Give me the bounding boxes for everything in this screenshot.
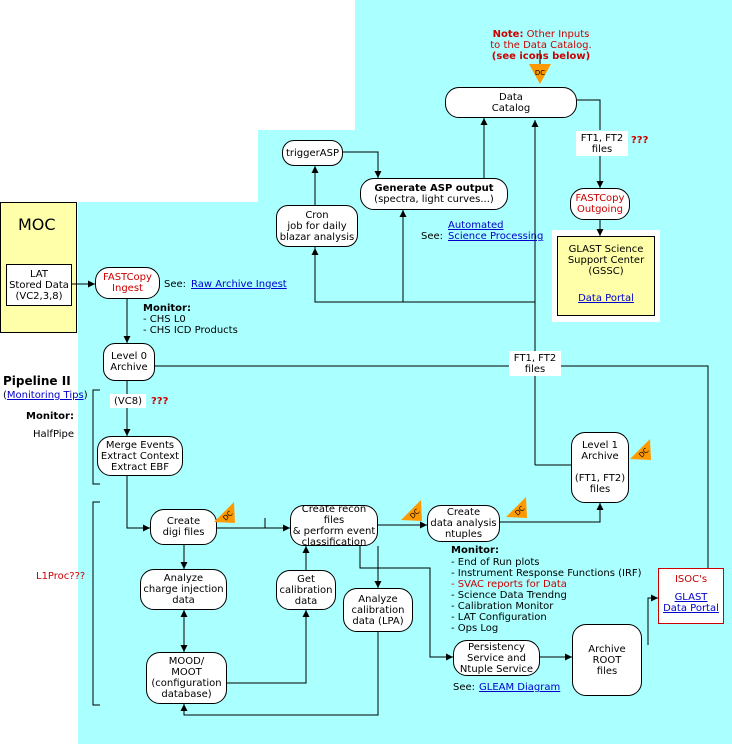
note-body: Other Inputs to the Data Catalog.	[490, 29, 592, 51]
pipeline-tips: (Monitoring Tips)	[3, 390, 88, 401]
dc-marker-icon: DC	[506, 497, 527, 518]
gssc-data-portal-link[interactable]: Data Portal	[578, 293, 634, 304]
isoc-box	[658, 568, 724, 624]
dc-marker-icon: DC	[529, 64, 551, 84]
analyze-charge-injection: Analyze charge injection data	[140, 569, 227, 610]
monitoring-tips-link[interactable]: Monitoring Tips	[6, 390, 84, 401]
monitor-item: - LAT Configuration	[451, 612, 547, 623]
see-asp: See:	[421, 220, 443, 242]
moc-title: MOC	[18, 215, 56, 234]
asp-link[interactable]: Automated Science Processing	[448, 220, 544, 242]
persistency-service: Persistency Service and Ntuple Service	[453, 640, 540, 676]
ft-files-label: FT1, FT2 files	[576, 131, 628, 156]
monitor-item: - Ops Log	[451, 623, 499, 634]
note-text: Note: Other Inputs to the Data Catalog. …	[480, 18, 602, 73]
l1proc-label: L1Proc???	[36, 571, 86, 582]
unknown-marker: ???	[631, 135, 649, 146]
see-gleam-prefix: See:	[453, 682, 476, 693]
monitor-top-items: - CHS L0 - CHS ICD Products	[143, 314, 238, 336]
monitor-item: - Instrument Response Functions (IRF)	[451, 568, 642, 579]
gssc-box	[557, 236, 655, 316]
vc8-label: (VC8)	[110, 394, 146, 408]
dc-marker-icon: DC	[214, 502, 235, 523]
note-icons: (see icons below)	[491, 51, 591, 62]
generate-asp-output: Generate ASP output (spectra, light curv…	[360, 178, 508, 210]
raw-archive-ingest-link[interactable]: Raw Archive Ingest	[191, 279, 287, 290]
dc-marker-icon: DC	[401, 500, 422, 521]
svg-text:DC: DC	[535, 69, 545, 77]
isoc-title: ISOC's	[674, 574, 708, 585]
data-catalog: Data Catalog	[445, 87, 577, 118]
pipeline-title: Pipeline II	[3, 374, 71, 388]
level1-archive: Level 1 Archive (FT1, FT2) files	[571, 432, 629, 503]
fastcopy-outgoing: FASTCopy Outgoing	[570, 188, 630, 220]
generate-asp-sub: (spectra, light curves...)	[374, 194, 494, 205]
see-raw-prefix: See:	[164, 279, 187, 290]
monitor-item: - End of Run plots	[451, 557, 540, 568]
archive-root-files: Archive ROOT files	[572, 624, 642, 696]
note-prefix: Note:	[492, 29, 524, 40]
monitor-item: - SVAC reports for Data	[451, 579, 567, 590]
merge-events: Merge Events Extract Context Extract EBF	[97, 436, 183, 476]
level0-archive: Level 0 Archive	[103, 343, 155, 381]
trigger-asp: triggerASP	[282, 140, 343, 166]
create-digi-files: Create digi files	[150, 509, 217, 545]
monitor-item: - Calibration Monitor	[451, 601, 554, 612]
pipeline-halfpipe: HalfPipe	[33, 429, 75, 440]
ft-files-label-2: FT1, FT2 files	[509, 351, 561, 376]
generate-asp-title: Generate ASP output	[374, 183, 494, 194]
create-recon-files: Create recon files & perform event class…	[290, 504, 378, 548]
lat-stored-data: LAT Stored Data (VC2,3,8)	[6, 264, 72, 306]
monitor-bottom-title: Monitor:	[451, 545, 499, 556]
isoc-data-portal-link[interactable]: GLAST Data Portal	[663, 592, 719, 614]
mood-moot-database: MOOD/ MOOT (configuration database)	[146, 652, 227, 704]
pipeline-monitor: Monitor:	[26, 411, 74, 422]
gleam-diagram-link[interactable]: GLEAM Diagram	[479, 682, 561, 693]
get-calibration-data: Get calibration data	[276, 570, 336, 610]
monitor-top-title: Monitor:	[143, 303, 191, 314]
monitor-item: - Science Data Trendng	[451, 590, 567, 601]
see-asp-prefix: See:	[421, 231, 444, 242]
vc8-unknown: ???	[151, 396, 169, 407]
gssc-title: GLAST Science Support Center (GSSC)	[567, 244, 645, 277]
analyze-calibration-data: Analyze calibration data (LPA)	[343, 588, 413, 632]
cron-job: Cron job for daily blazar analysis	[276, 205, 358, 247]
fastcopy-ingest: FASTCopy Ingest	[95, 267, 160, 299]
dc-marker-icon: DC	[630, 439, 651, 460]
create-ntuples: Create data analysis ntuples	[427, 505, 500, 542]
